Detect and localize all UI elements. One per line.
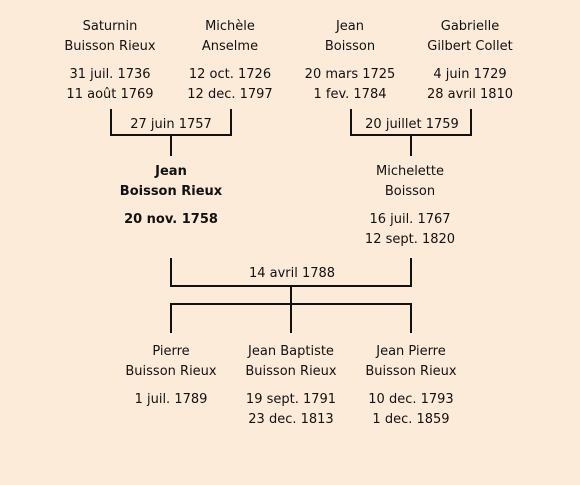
parent-michelette: Michelette Boisson 16 juil. 1767 12 sept… bbox=[335, 162, 485, 250]
connector-line bbox=[350, 109, 352, 136]
grandparent-saturnin: Saturnin Buisson Rieux 31 juil. 1736 11 … bbox=[35, 17, 185, 105]
person-last-name: Buisson Rieux bbox=[245, 364, 337, 379]
connector-line bbox=[170, 303, 172, 333]
person-birth-date: 20 nov. 1758 bbox=[124, 212, 218, 227]
person-birth-date: 20 mars 1725 bbox=[304, 67, 396, 82]
person-last-name: Buisson Rieux bbox=[64, 39, 156, 54]
person-last-name: Boisson bbox=[324, 39, 376, 54]
person-first-name: Jean Pierre bbox=[376, 344, 446, 359]
person-birth-date: 19 sept. 1791 bbox=[245, 392, 337, 407]
grandparent-michele: Michèle Anselme 12 oct. 1726 12 dec. 179… bbox=[155, 17, 305, 105]
connector-line bbox=[410, 258, 412, 287]
connector-line bbox=[170, 258, 172, 287]
person-first-name: Jean bbox=[335, 19, 365, 34]
person-death-date: 12 dec. 1797 bbox=[187, 87, 273, 102]
connector-line bbox=[290, 285, 292, 305]
marriage-date: 27 juin 1757 bbox=[121, 117, 221, 133]
person-first-name: Gabrielle bbox=[440, 19, 500, 34]
person-last-name: Gilbert Collet bbox=[427, 39, 513, 54]
connector-line bbox=[290, 303, 292, 333]
person-first-name: Saturnin bbox=[82, 19, 138, 34]
parent-jean: Jean Boisson Rieux 20 nov. 1758 bbox=[96, 162, 246, 230]
person-birth-date: 10 dec. 1793 bbox=[368, 392, 454, 407]
connector-line bbox=[170, 134, 172, 156]
person-last-name: Buisson Rieux bbox=[365, 364, 457, 379]
person-birth-date: 31 juil. 1736 bbox=[69, 67, 151, 82]
child-pierre: Pierre Buisson Rieux 1 juil. 1789 bbox=[96, 342, 246, 410]
person-first-name: Jean Baptiste bbox=[248, 344, 334, 359]
connector-line bbox=[230, 109, 232, 136]
person-death-date: 1 dec. 1859 bbox=[372, 412, 450, 427]
person-first-name: Michèle bbox=[205, 19, 255, 34]
person-birth-date: 16 juil. 1767 bbox=[369, 212, 451, 227]
marriage-date: 14 avril 1788 bbox=[240, 266, 344, 282]
grandparent-gabrielle: Gabrielle Gilbert Collet 4 juin 1729 28 … bbox=[395, 17, 545, 105]
person-death-date: 1 fev. 1784 bbox=[313, 87, 387, 102]
connector-line bbox=[110, 109, 112, 136]
person-last-name: Boisson bbox=[384, 184, 436, 199]
marriage-date: 20 juillet 1759 bbox=[357, 117, 467, 133]
person-first-name: Michelette bbox=[375, 164, 444, 179]
connector-line bbox=[410, 134, 412, 156]
person-first-name: Pierre bbox=[152, 344, 190, 359]
person-birth-date: 12 oct. 1726 bbox=[188, 67, 272, 82]
person-death-date: 12 sept. 1820 bbox=[364, 232, 456, 247]
person-last-name: Buisson Rieux bbox=[125, 364, 217, 379]
connector-line bbox=[410, 303, 412, 333]
person-death-date: 23 dec. 1813 bbox=[248, 412, 334, 427]
person-death-date: 11 août 1769 bbox=[66, 87, 154, 102]
person-last-name: Anselme bbox=[201, 39, 259, 54]
person-last-name: Boisson Rieux bbox=[119, 184, 223, 199]
connector-line bbox=[470, 109, 472, 136]
child-jean-baptiste: Jean Baptiste Buisson Rieux 19 sept. 179… bbox=[216, 342, 366, 430]
grandparent-jean: Jean Boisson 20 mars 1725 1 fev. 1784 bbox=[275, 17, 425, 105]
person-birth-date: 4 juin 1729 bbox=[433, 67, 507, 82]
child-jean-pierre: Jean Pierre Buisson Rieux 10 dec. 1793 1… bbox=[336, 342, 486, 430]
person-birth-date: 1 juil. 1789 bbox=[134, 392, 208, 407]
person-first-name: Jean bbox=[155, 164, 187, 179]
person-death-date: 28 avril 1810 bbox=[426, 87, 514, 102]
